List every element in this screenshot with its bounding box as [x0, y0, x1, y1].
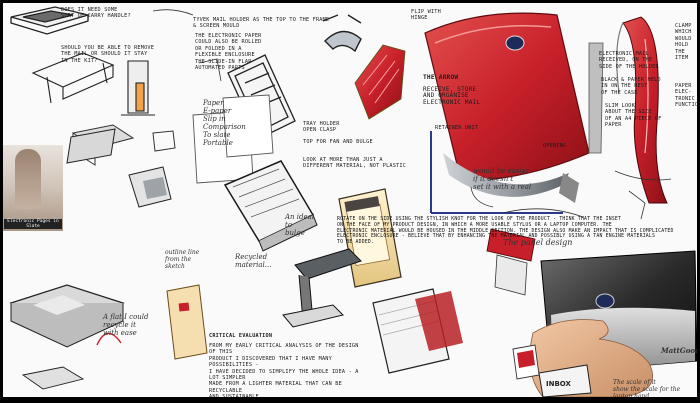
label-retainer-unit: Retainer Unit [435, 125, 479, 131]
note-flat-recycle: A flat I could recycle it with ease [103, 313, 149, 337]
note-paper-eslate: Paper E-paper Slip in Comparison To slat… [203, 99, 246, 147]
note-remove-mail: Should you be able to remove the mail or… [61, 45, 155, 64]
sketch-small-phone [512, 344, 540, 380]
note-tyvek-holder: Tyvek mail holder as the top to the fram… [193, 17, 330, 30]
note-recycled: Recycled material... [235, 253, 272, 269]
sketch-epaper-pad [192, 94, 274, 184]
sketch-stand-upright [121, 60, 155, 116]
signature: MattGoodall [661, 346, 697, 355]
title-the-arrow: The Arrow [423, 74, 459, 81]
note-paper-function: Paper elec- tronic function [675, 83, 697, 109]
photo-person [15, 149, 41, 209]
blue-outline-bracket [430, 131, 563, 214]
label-opening: Opening [543, 143, 567, 149]
note-look-material: Look at more than just a different mater… [303, 157, 407, 170]
sketch-note-card [166, 284, 208, 360]
note-tray-holder: Tray holder open clasp [303, 121, 340, 134]
note-easier-seal: would be easier if it doesn't set it wit… [473, 167, 532, 191]
label-panel-design: The panel design [503, 238, 573, 247]
sketch-loose-lines [152, 9, 672, 220]
sketch-carry-case [10, 6, 91, 35]
note-fan-bulge: Top for fan and bulge [303, 139, 373, 145]
note-scale-laptop: The scale of it show the scale for the l… [613, 379, 681, 397]
note-clamp: Clamp which would hold the item [675, 23, 692, 62]
sketch-layer [9, 6, 697, 397]
note-carry-handle: Does it need some sort of carry handle? [61, 7, 131, 20]
photo-caption: Electronic Pages in Slate [4, 219, 62, 229]
note-electronic-paper: The electronic paper could also be rolle… [195, 33, 262, 72]
concept-sketch-board: Electronic Pages in Slate Does it need s… [3, 3, 697, 397]
sketch-folded-tray [9, 284, 125, 390]
sketch-tray-stand [31, 52, 115, 104]
note-mail-received: Electronic mail received, on the side of… [599, 51, 659, 70]
reference-photo: Electronic Pages in Slate [3, 145, 63, 231]
note-arrow-body: Receive, store and organise electronic m… [423, 86, 481, 106]
note-ideal-bulge: An ideal to bulge [285, 213, 315, 237]
render-red-clip [616, 16, 668, 204]
note-critical-evaluation: From my early critical analysis of the d… [209, 343, 359, 397]
render-folder-papers [372, 288, 463, 374]
sketch-inbox-envelope [538, 364, 592, 397]
note-outline-line: outline line from the sketch [165, 249, 200, 270]
render-red-device [424, 12, 604, 203]
note-center-description: Rotate on the side using the stylish kno… [337, 217, 674, 246]
sketch-dark-stand [282, 248, 362, 328]
sketch-slate-large [223, 160, 318, 252]
sketch-grey-pads [66, 128, 172, 208]
note-black-paper: Black & paper held in on the rest of the… [601, 77, 661, 96]
note-slim-look: Slim look about the size of an A4 piece … [605, 103, 662, 129]
sketch-red-pouch [354, 44, 406, 120]
render-red-stand [486, 228, 536, 296]
title-critical-evaluation: Critical evaluation [209, 333, 273, 339]
label-inbox: INBOX [546, 380, 571, 388]
sketch-handle-hook [322, 14, 362, 53]
note-flip-hinge: Flip with hinge [411, 9, 441, 22]
